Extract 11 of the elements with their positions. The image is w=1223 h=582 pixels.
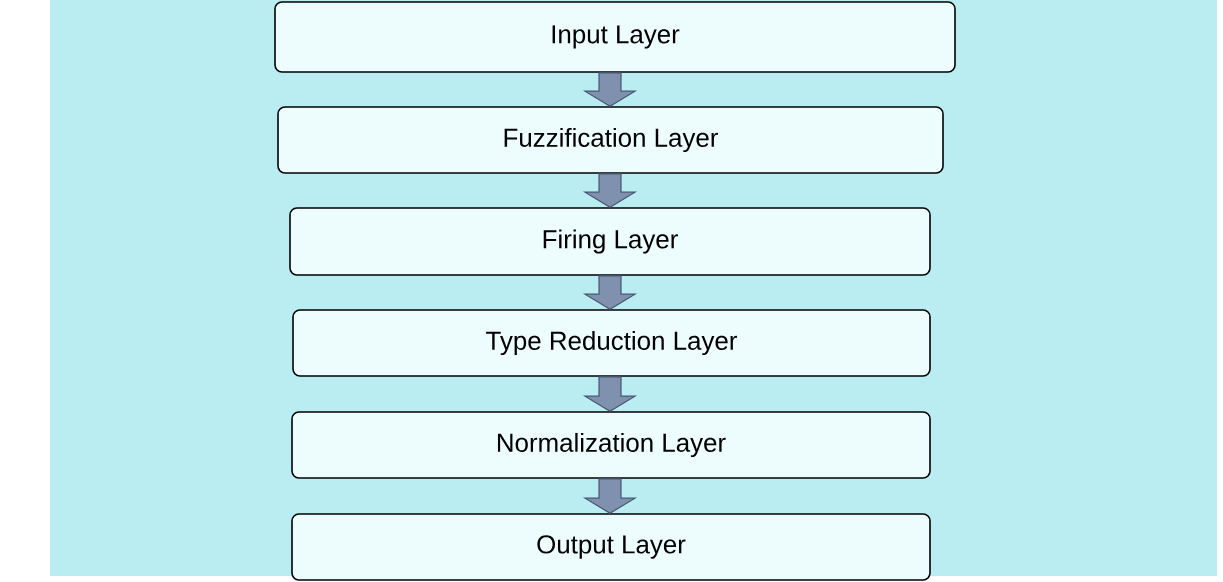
block-arrow [582, 173, 638, 208]
block-arrow [582, 275, 638, 310]
layer-box: Input Layer [274, 1, 956, 73]
block-arrow [582, 478, 638, 514]
layer-box: Normalization Layer [291, 411, 931, 479]
block-arrow [582, 376, 638, 412]
layer-box: Type Reduction Layer [292, 309, 931, 377]
layer-box: Output Layer [291, 513, 931, 581]
layer-box: Firing Layer [289, 207, 931, 276]
layer-box: Fuzzification Layer [277, 106, 944, 174]
block-arrow [582, 72, 638, 107]
